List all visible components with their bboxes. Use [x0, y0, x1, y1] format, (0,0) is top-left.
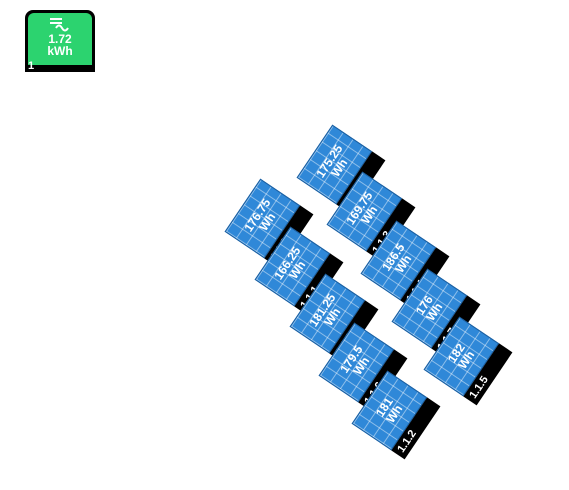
inverter-screen: 1.72 kWh — [28, 13, 92, 65]
inverter-id: 1 — [28, 60, 35, 72]
inverter-badge[interactable]: 1.72 kWh 1 — [25, 10, 95, 72]
inverter-energy-unit: kWh — [47, 44, 73, 58]
ac-dc-icon — [28, 15, 92, 33]
inverter-energy-value: 1.72 — [48, 32, 72, 46]
